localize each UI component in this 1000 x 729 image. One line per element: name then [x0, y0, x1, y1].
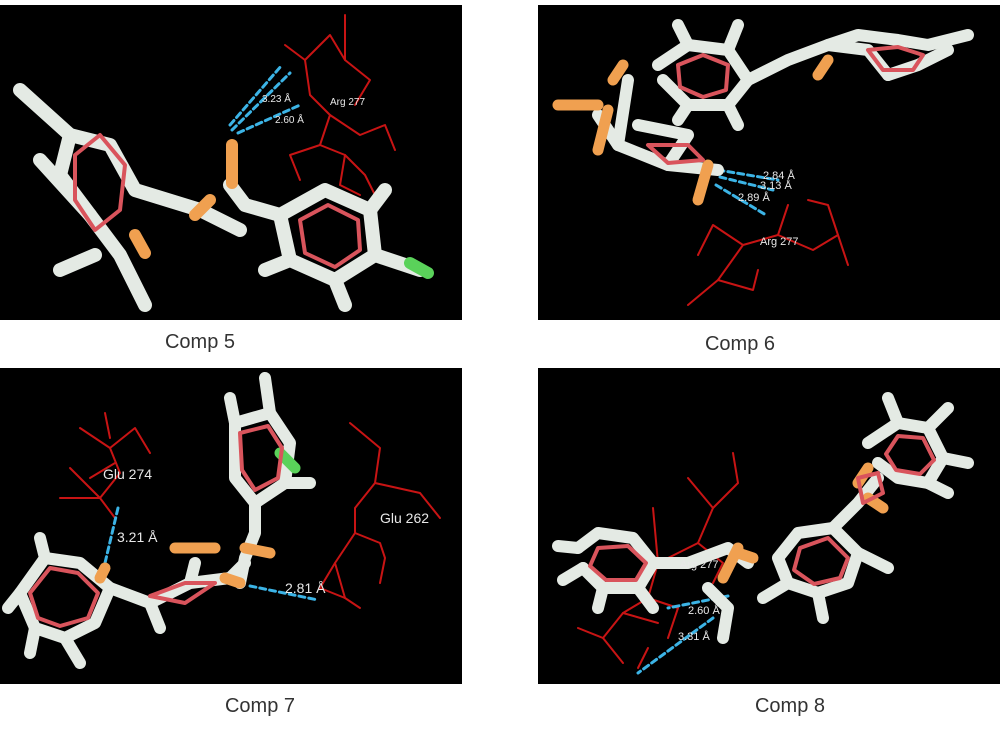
distance-label: 2.84 Å	[763, 169, 795, 182]
distance-label: 3.31 Å	[678, 630, 710, 643]
residue-glu-274	[59, 412, 151, 519]
molecule-render-comp-6: 2.84 Å 3.13 Å 2.89 Å Arg 277	[552, 19, 974, 306]
docking-panel-comp-8: Arg 277 2.60 Å 3.31 Å	[538, 368, 1000, 684]
residue-label: Arg 277	[680, 559, 719, 571]
aromatic-rings	[73, 133, 362, 269]
molecule-render-comp-7: Glu 274 3.21 Å Glu 262 2.81 Å	[2, 372, 441, 669]
methyl-group	[404, 257, 434, 279]
phosphate-group	[94, 542, 276, 589]
ligand-skeleton	[552, 392, 974, 644]
ligand-skeleton	[2, 372, 316, 669]
hydrogen-bonds	[228, 63, 302, 135]
panel-caption: Comp 5	[164, 331, 236, 353]
distance-label: 3.23 Å	[262, 92, 291, 105]
distance-label: 2.81 Å	[285, 580, 326, 596]
residue-label: Arg 277	[330, 97, 365, 108]
aromatic-rings	[646, 45, 925, 165]
residue-glu-262	[319, 422, 441, 609]
residue-label: Arg 277	[760, 236, 799, 248]
distance-label: 3.21 Å	[117, 529, 158, 545]
aromatic-rings	[28, 424, 284, 628]
residue-arg-277	[577, 452, 739, 669]
molecule-render-comp-8: Arg 277 2.60 Å 3.31 Å	[552, 392, 974, 675]
panel-caption: Comp 8	[754, 695, 826, 717]
residue-label: Glu 262	[380, 510, 429, 526]
distance-label: 3.13 Å	[760, 179, 792, 192]
docking-panel-comp-7: Glu 274 3.21 Å Glu 262 2.81 Å	[0, 368, 462, 684]
aromatic-rings	[588, 434, 936, 586]
ligand-skeleton	[13, 83, 427, 312]
residue-arg-277	[284, 14, 396, 206]
docking-panel-comp-5: 3.23 Å 2.60 Å Arg 277	[0, 5, 462, 320]
hydrogen-bonds	[103, 506, 320, 602]
distance-label: 2.60 Å	[275, 113, 304, 126]
residue-label: Glu 274	[103, 466, 152, 482]
distance-label: 2.89 Å	[738, 191, 770, 204]
hydrogen-bonds	[714, 168, 780, 217]
residue-arg-277	[687, 199, 849, 306]
docking-panel-comp-6: 2.84 Å 3.13 Å 2.89 Å Arg 277	[538, 5, 1000, 320]
phosphate-group	[552, 54, 834, 206]
phosphate-group	[129, 139, 238, 259]
panel-caption: Comp 7	[224, 695, 296, 717]
molecule-render-comp-5: 3.23 Å 2.60 Å Arg 277	[13, 14, 434, 312]
panel-caption: Comp 6	[704, 333, 776, 355]
distance-label: 2.60 Å	[688, 604, 720, 617]
